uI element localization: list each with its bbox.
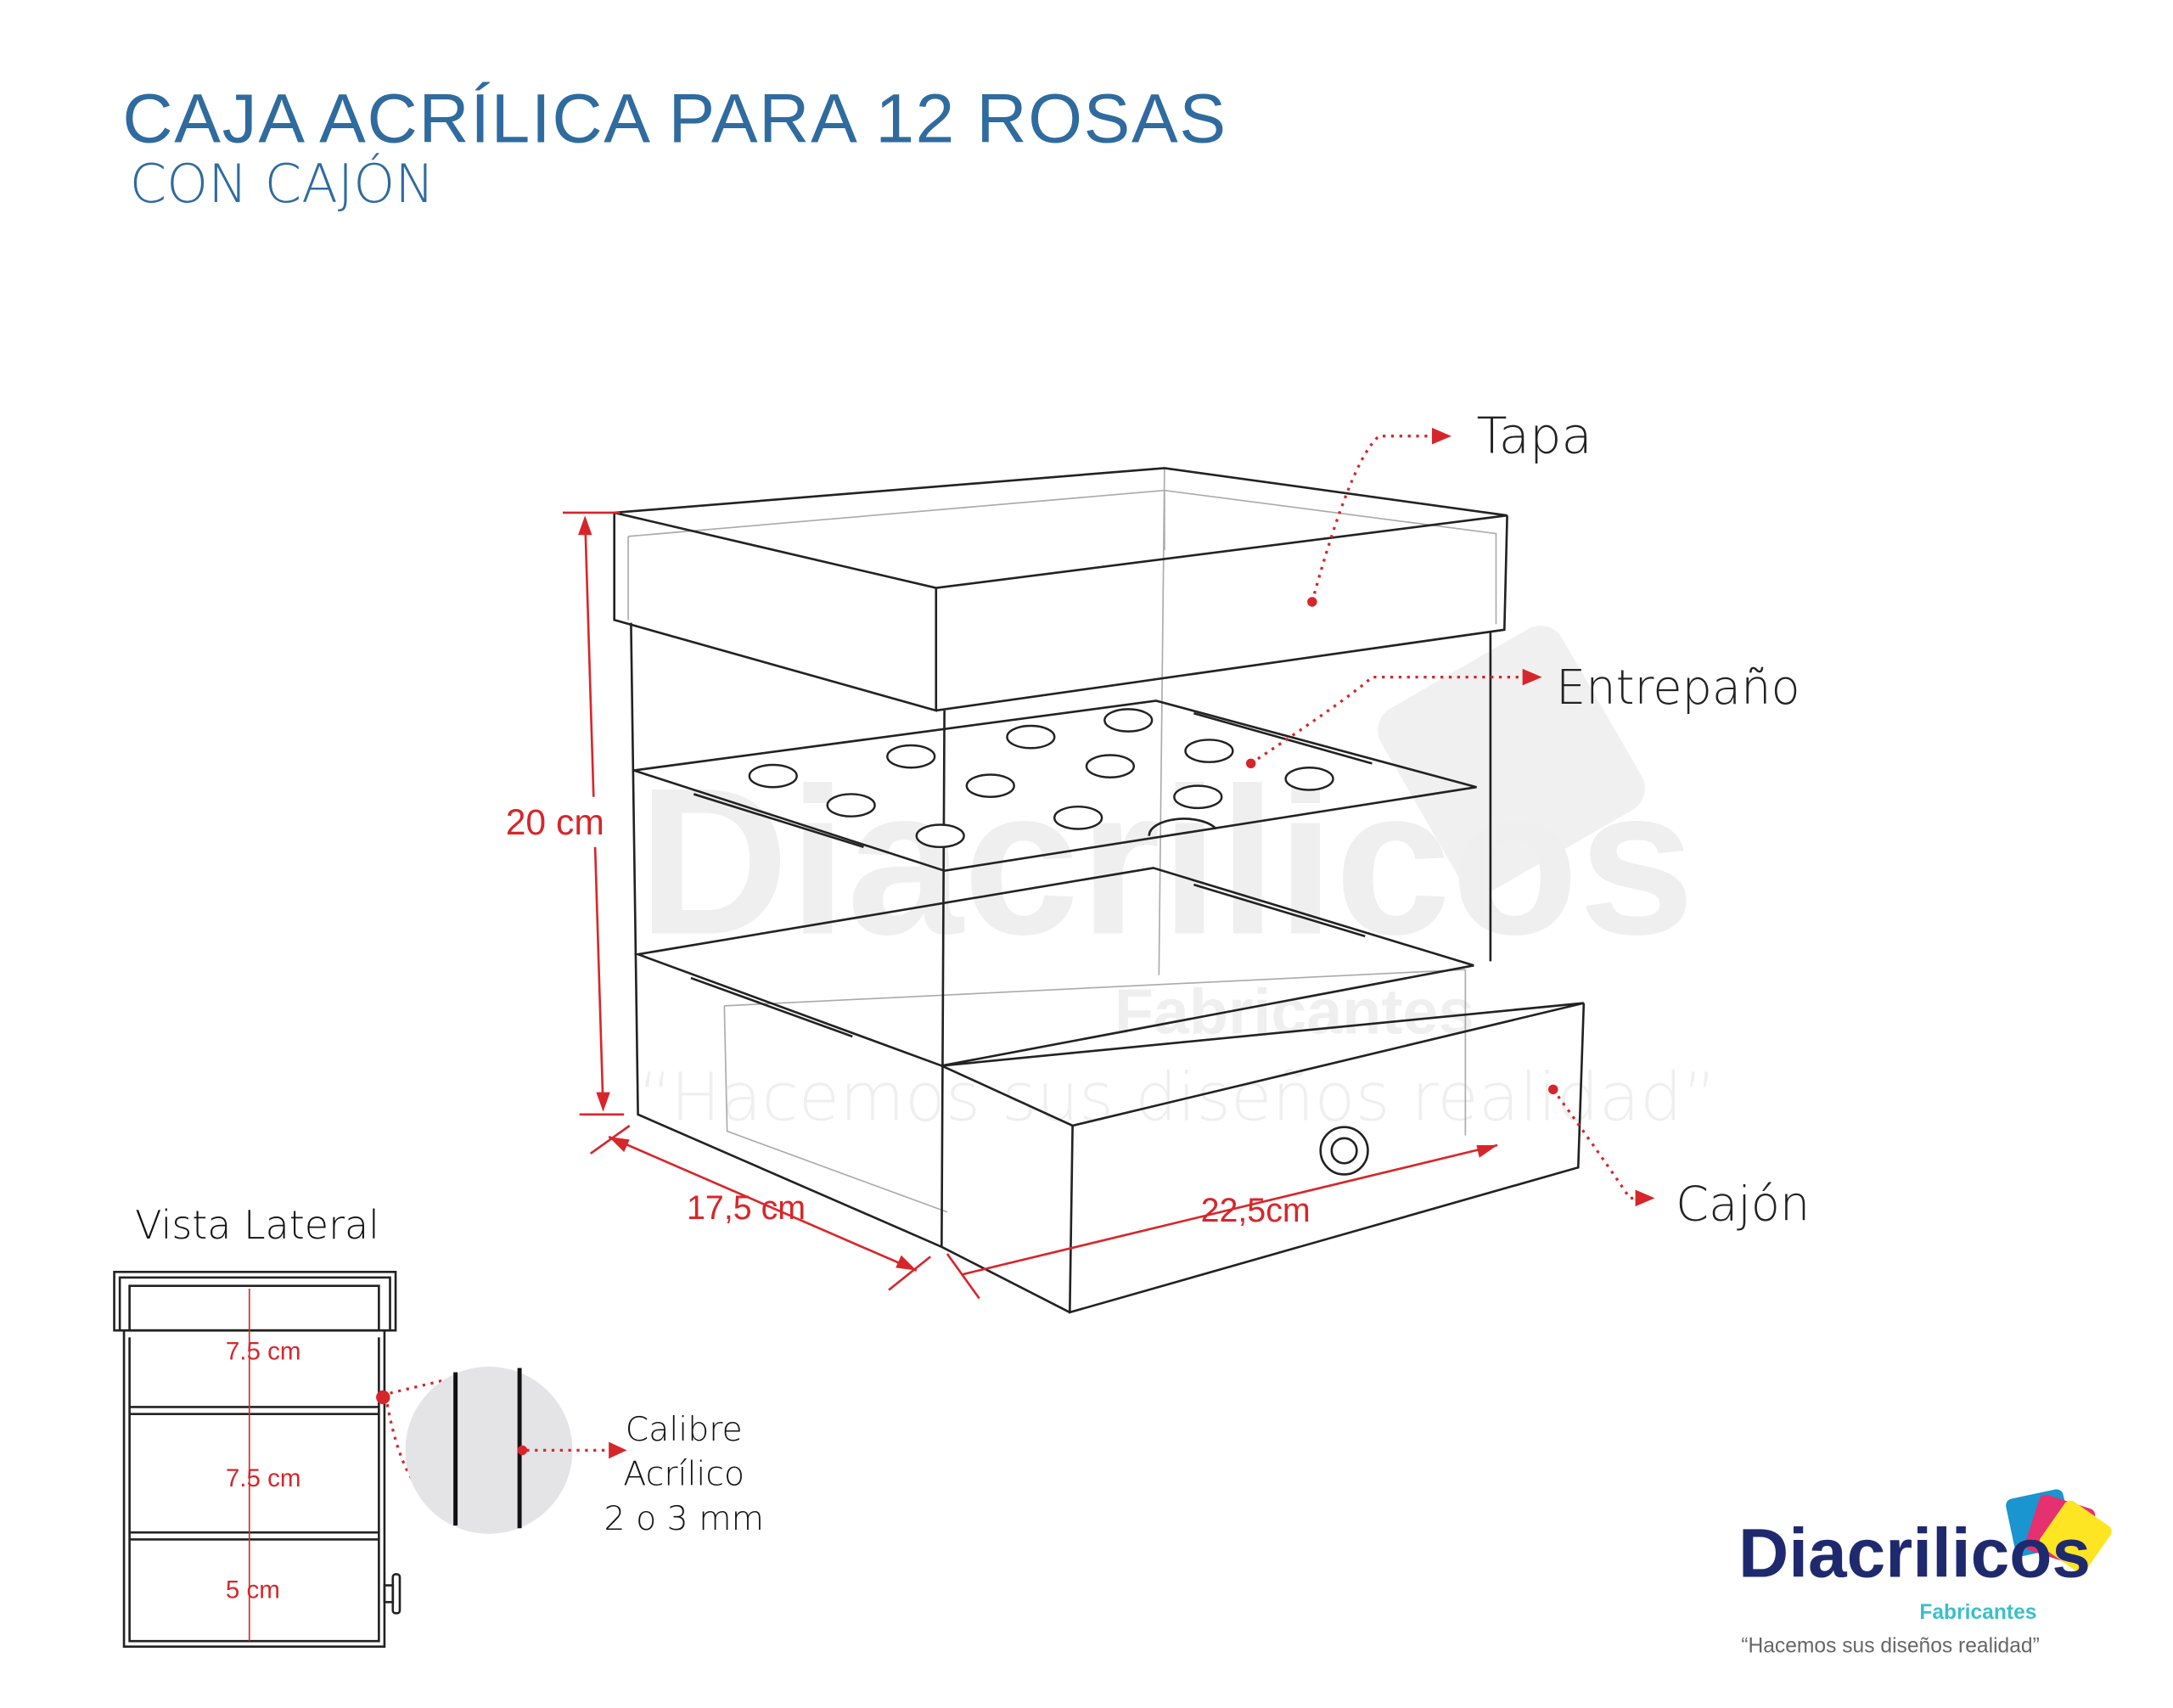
drawer-label: Cajón xyxy=(1676,1177,1810,1233)
shelf xyxy=(633,699,1477,873)
side-view-title: Vista Lateral xyxy=(135,1202,379,1248)
dimension-width: 22,5cm xyxy=(946,1143,1498,1300)
depth-label: 17,5 cm xyxy=(687,1189,806,1227)
box-drawing xyxy=(613,467,1586,1314)
watermark: Diacrilicos Fabricantes “Hacemos sus dis… xyxy=(638,626,1717,1136)
calibre-label-2: Acrílico xyxy=(623,1454,744,1493)
drawer xyxy=(941,1002,1586,1314)
calibre-label-1: Calibre xyxy=(626,1410,743,1449)
drawer-knob xyxy=(1319,1126,1369,1176)
watermark-brand: Diacrilicos xyxy=(638,745,1695,979)
lid-label: Tapa xyxy=(1476,406,1592,464)
shelf-label: Entrepaño xyxy=(1556,660,1800,716)
rose-holes xyxy=(748,708,1334,849)
dimension-depth: 17,5 cm xyxy=(590,1124,932,1291)
callout-drawer: Cajón xyxy=(1548,1084,1810,1233)
section-top-label: 7.5 cm xyxy=(226,1338,301,1366)
detail-marker xyxy=(376,1390,390,1405)
section-middle-label: 7.5 cm xyxy=(226,1464,301,1492)
section-bottom-label: 5 cm xyxy=(226,1576,280,1604)
page-subtitle: CON CAJÓN xyxy=(130,153,435,215)
logo-brand: Diacrilicos xyxy=(1738,1515,2091,1593)
callout-shelf: Entrepaño xyxy=(1245,660,1800,769)
dimension-height: 20 cm xyxy=(501,511,625,1116)
callout-lid: Tapa xyxy=(1307,406,1592,607)
magnifier-circle xyxy=(405,1366,573,1534)
page-title: CAJA ACRÍLICA PARA 12 ROSAS xyxy=(122,80,1227,157)
watermark-tagline: “Hacemos sus diseños realidad” xyxy=(638,1058,1717,1136)
watermark-sub: Fabricantes xyxy=(1115,976,1474,1048)
brand-logo: Diacrilicos Fabricantes “Hacemos sus dis… xyxy=(1738,1489,2112,1657)
side-view: Vista Lateral 7.5 cm 7.5 cm 5 cm Calibre… xyxy=(113,1202,764,1649)
logo-sub: Fabricantes xyxy=(1919,1601,2036,1624)
lid xyxy=(613,467,1508,712)
logo-tagline: “Hacemos sus diseños realidad” xyxy=(1741,1634,2040,1657)
height-label: 20 cm xyxy=(506,802,604,843)
calibre-label-3: 2 o 3 mm xyxy=(604,1499,764,1538)
watermark-logo-shape xyxy=(1378,626,1645,893)
width-label: 22,5cm xyxy=(1201,1192,1311,1229)
